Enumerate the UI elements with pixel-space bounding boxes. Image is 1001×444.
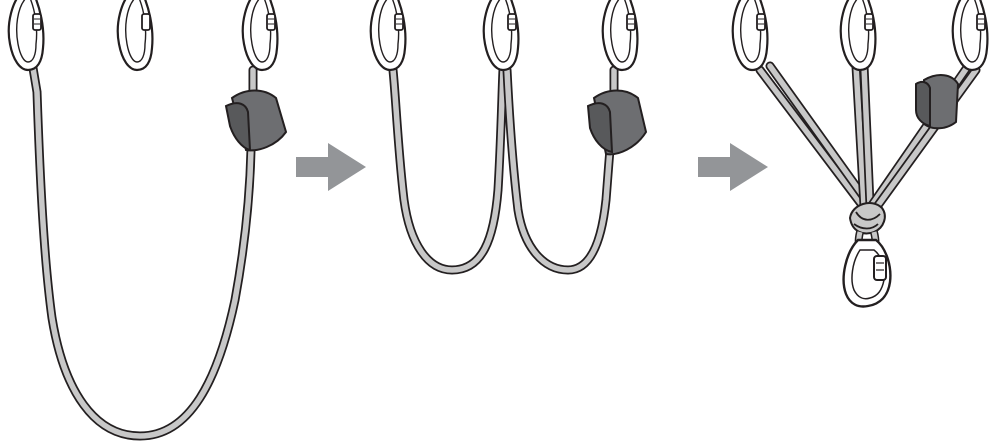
rope-lanyard-icon: [755, 61, 981, 213]
locking-carabiner-icon: [116, 0, 154, 72]
panel-step-1: [7, 0, 288, 441]
locking-carabiner-icon: [241, 0, 279, 72]
locking-carabiner-icon: [839, 0, 877, 72]
locking-carabiner-icon: [731, 0, 769, 72]
rope-protector-sleeve-icon: [586, 89, 648, 156]
rope-lanyard-icon: [388, 65, 619, 275]
panel-step-3: [731, 0, 989, 308]
rope-protector-sleeve-icon: [915, 74, 960, 130]
right-arrow-icon: [296, 143, 366, 191]
rope-lanyard-icon: [28, 63, 258, 441]
locking-carabiner-icon: [482, 0, 520, 72]
locking-carabiner-icon: [369, 0, 407, 72]
locking-carabiner-icon: [601, 0, 639, 72]
locking-carabiner-icon: [7, 0, 45, 72]
rope-protector-sleeve-icon: [224, 89, 288, 152]
locking-carabiner-icon: [951, 0, 989, 72]
master-carabiner-icon: [842, 238, 892, 308]
right-arrow-icon: [698, 143, 768, 191]
panel-step-2: [369, 0, 648, 275]
